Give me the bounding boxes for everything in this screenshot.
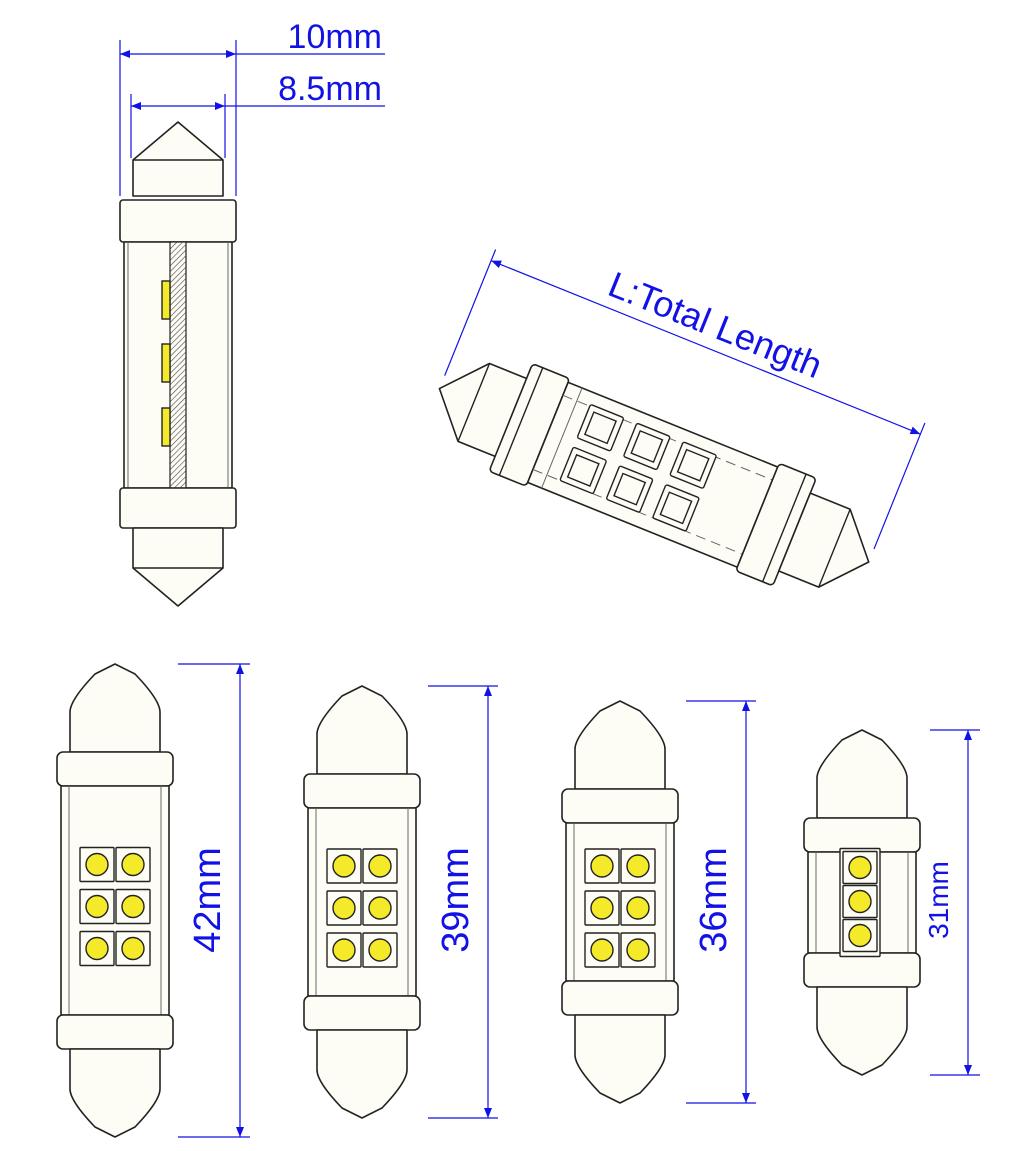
variant-dimension-2: 39mm	[428, 685, 498, 1119]
variant-dimension-4: 31mm	[923, 729, 980, 1076]
variant-length-label-4: 31mm	[923, 861, 954, 939]
variant-bulb-3: 36mm	[561, 700, 756, 1104]
variant-bulb-2: 39mm	[303, 685, 498, 1119]
variant-led-array-4	[839, 847, 881, 958]
total-length-label: L:Total Length	[603, 263, 828, 386]
variant-led-array-1	[79, 846, 151, 967]
led-chip-side-2	[161, 343, 171, 383]
side-view-bulb	[119, 121, 237, 607]
variant-bulb-4: 31mm	[803, 729, 980, 1076]
variant-bulb-1: 42mm	[56, 663, 250, 1138]
variant-bulbs: 42mm 39mm 36mm 31mm	[56, 663, 980, 1138]
dimension-outer-width: 10mm	[119, 18, 385, 196]
inner-width-label: 8.5mm	[278, 70, 382, 108]
variant-length-label-3: 36mm	[693, 847, 735, 953]
variant-dimension-3: 36mm	[686, 700, 756, 1104]
dimension-inner-width: 8.5mm	[130, 70, 385, 158]
variant-led-array-3	[584, 848, 656, 968]
angled-view-bulb: L:Total Length	[438, 249, 926, 588]
variant-led-array-2	[326, 848, 398, 968]
outer-width-label: 10mm	[288, 18, 382, 56]
led-chip-side-3	[161, 407, 171, 447]
variant-length-label-1: 42mm	[187, 847, 229, 953]
variant-dimension-1: 42mm	[178, 663, 250, 1138]
variant-length-label-2: 39mm	[435, 847, 477, 953]
led-chip-side-1	[161, 280, 171, 320]
angled-led-array	[559, 404, 717, 532]
